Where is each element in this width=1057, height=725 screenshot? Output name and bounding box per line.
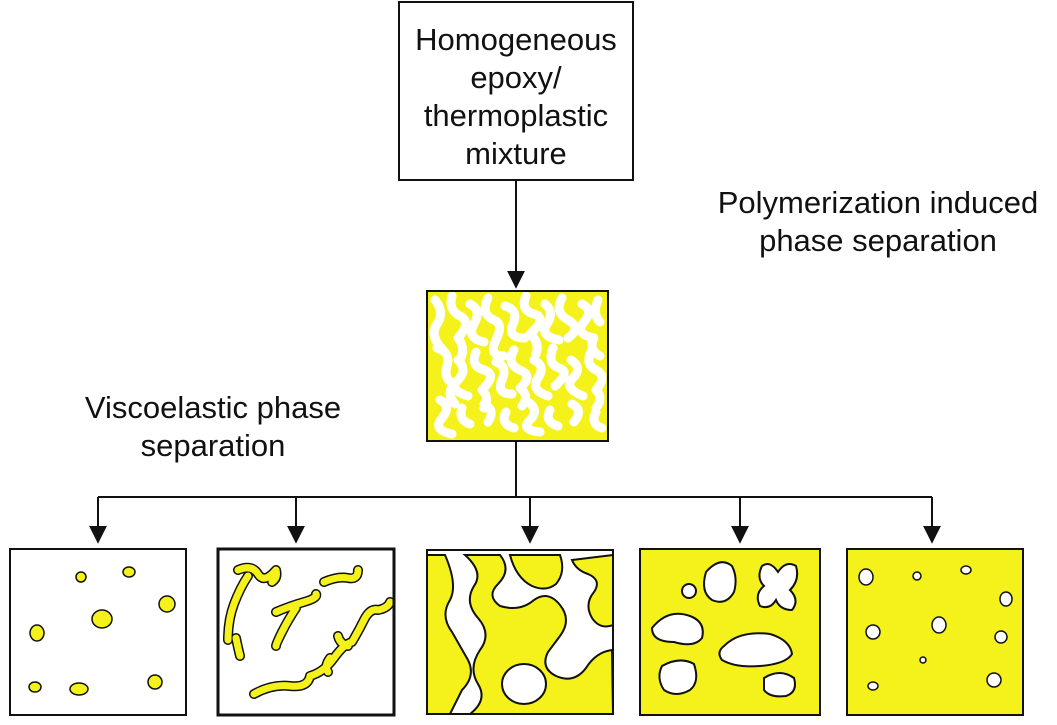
left-label: Viscoelastic phase separation xyxy=(84,390,342,463)
right-label: Polymerization induced phase separation xyxy=(717,185,1039,258)
top-box-label: Homogeneous epoxy/ thermoplastic mixture xyxy=(415,22,617,171)
panel-1 xyxy=(9,548,187,716)
panel-4 xyxy=(639,548,821,716)
middle-panel xyxy=(426,290,609,442)
panel-3 xyxy=(426,549,614,715)
top-box xyxy=(398,1,634,181)
panel-2 xyxy=(216,547,396,717)
panel-5 xyxy=(846,548,1024,716)
branch-connector xyxy=(98,441,932,498)
